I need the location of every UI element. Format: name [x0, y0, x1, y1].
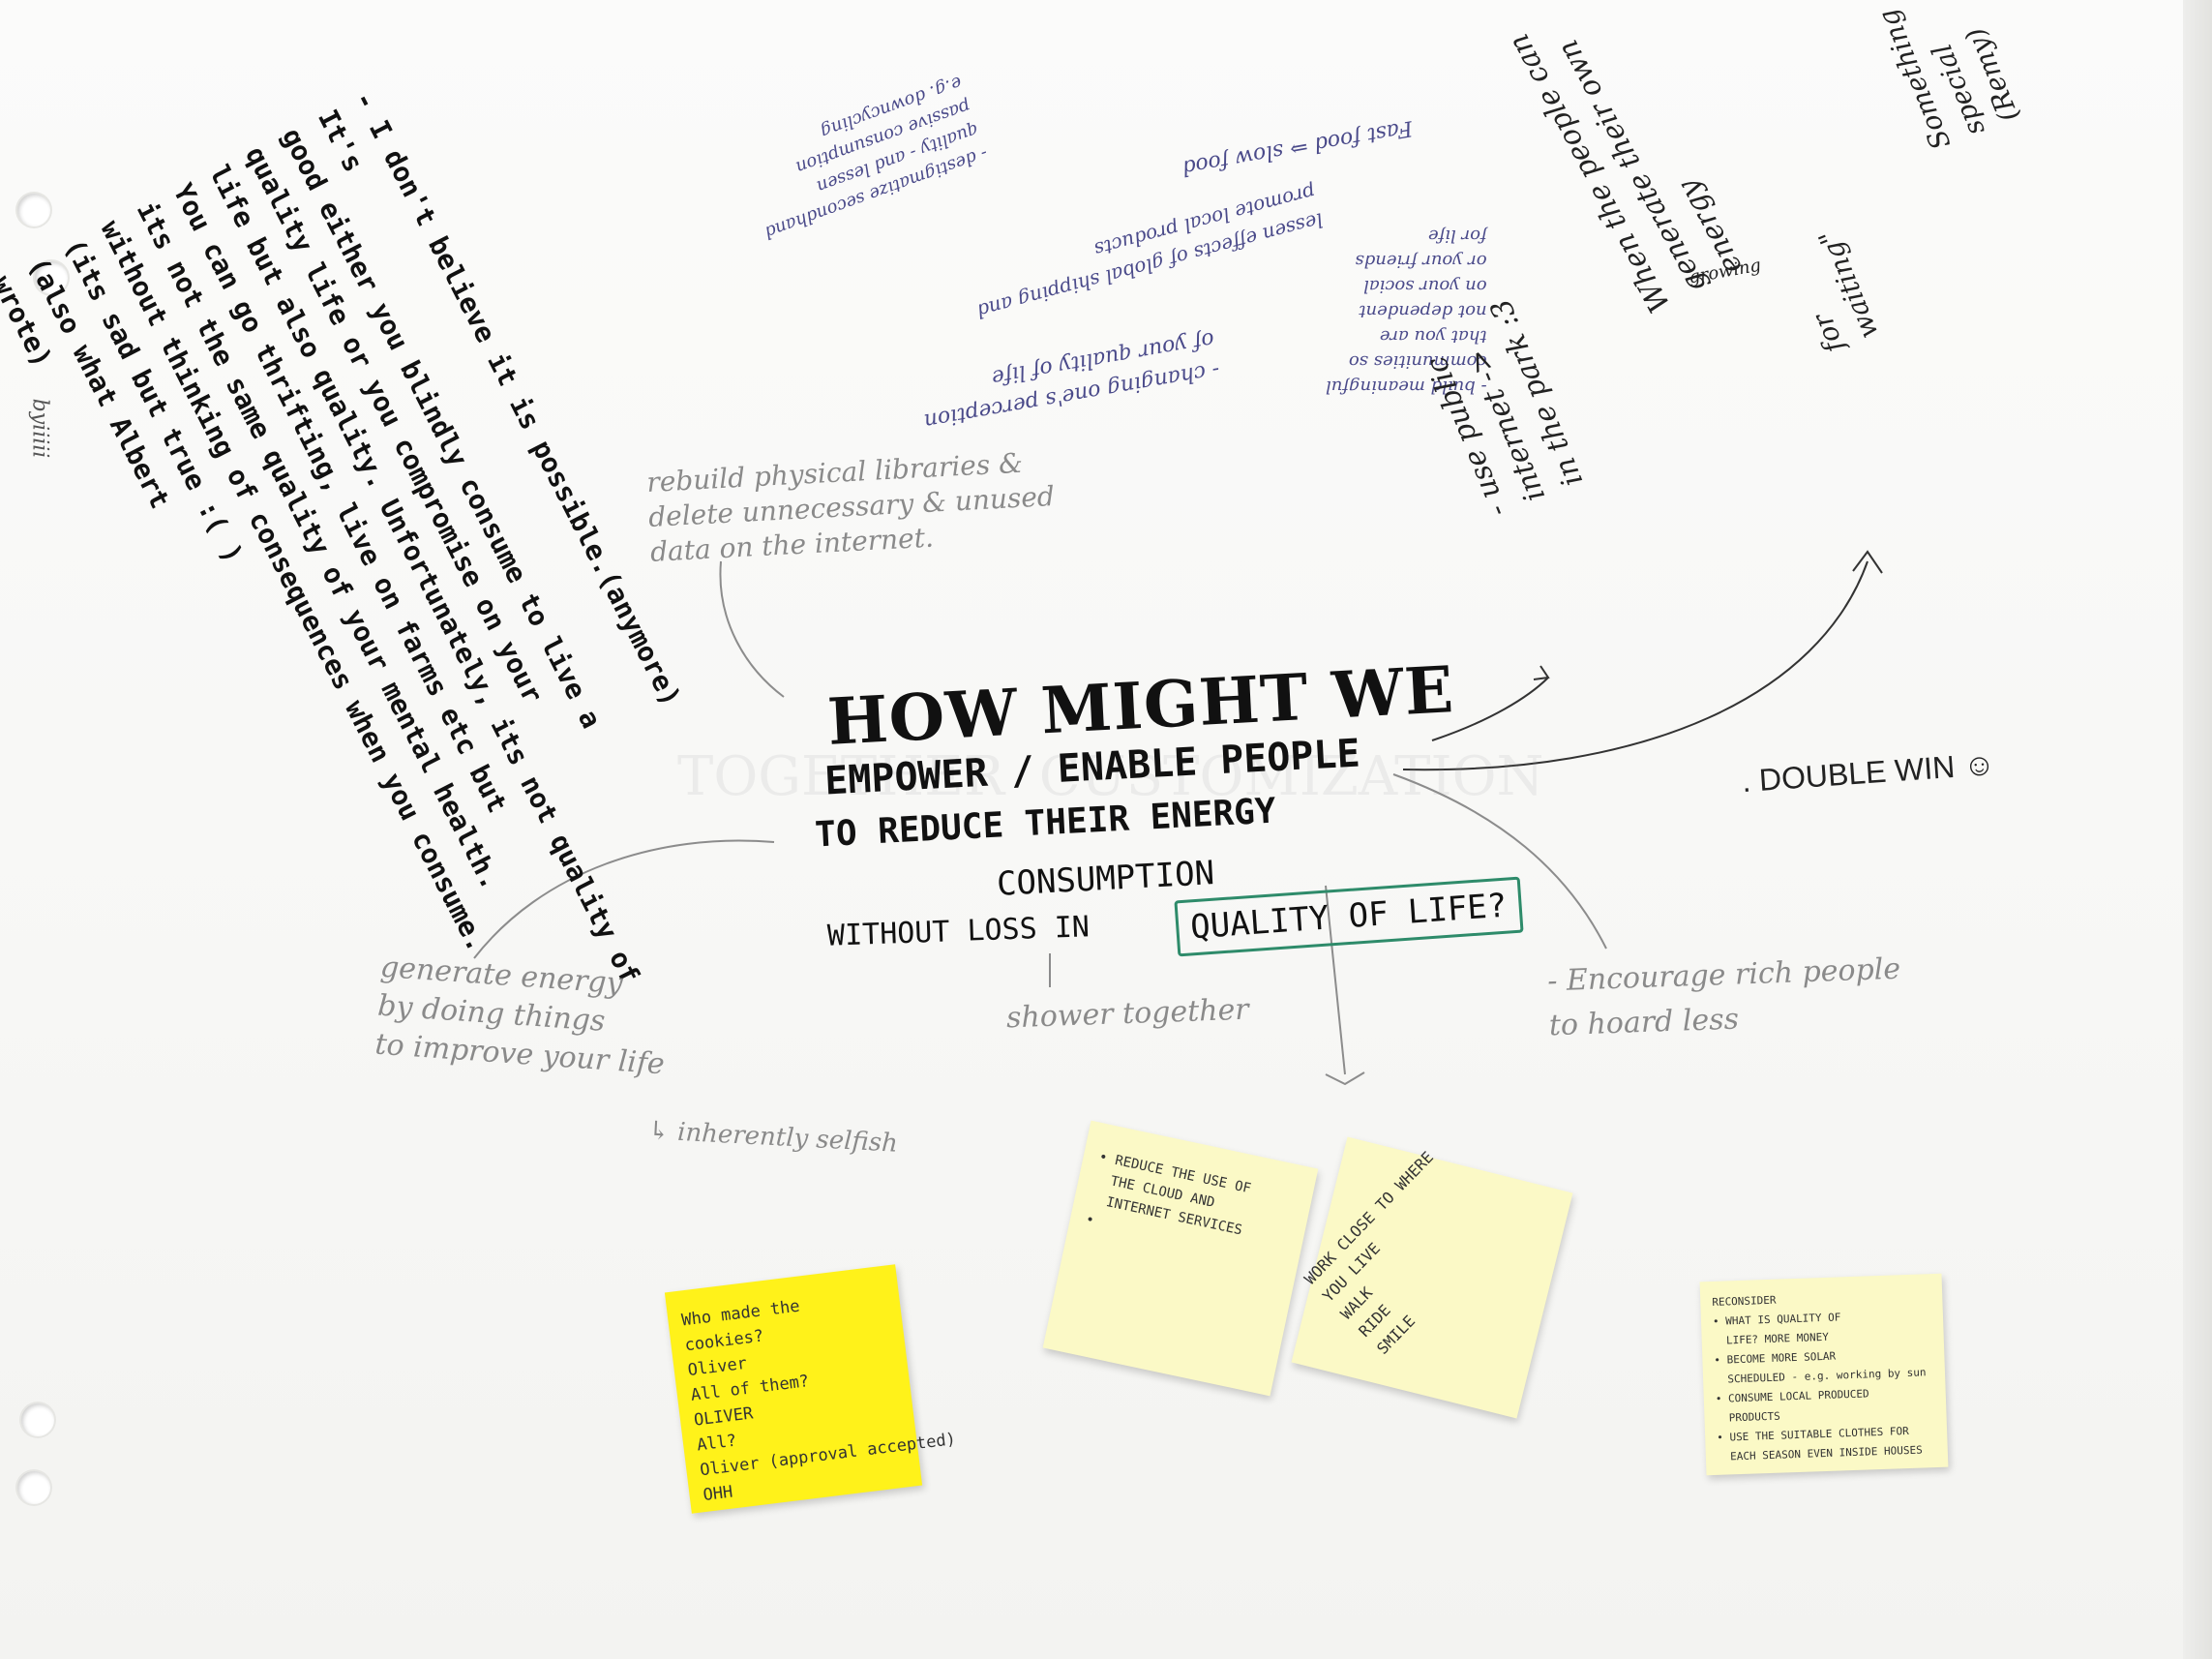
punch-hole — [17, 194, 50, 226]
sticky-note-reconsider: RECONSIDER • WHAT IS QUALITY OF LIFE? MO… — [1699, 1273, 1949, 1476]
punch-hole — [35, 261, 68, 294]
note-physical-libraries: rebuild physical libraries & delete unne… — [645, 446, 1056, 568]
sticky-note-yellow: Who made the cookies? Oliver All of them… — [664, 1264, 957, 1514]
sticky-text: RECONSIDER • WHAT IS QUALITY OF LIFE? MO… — [1712, 1293, 1927, 1463]
arrow-to-encourage — [1392, 773, 1607, 950]
arrow-to-generate-own — [1402, 560, 1868, 771]
signature: byiiiii — [27, 398, 52, 459]
sticky-text: Who made the cookies? Oliver All of them… — [680, 1296, 957, 1506]
arrow-to-public-internet — [1431, 677, 1549, 741]
paper-edge — [2183, 0, 2212, 1659]
sticky-text: • REDUCE THE USE OF THE CLOUD AND INTERN… — [1084, 1149, 1253, 1239]
arrow-down-to-stickies — [1325, 885, 1346, 1075]
note-generate-energy: generate energy by doing things to impro… — [374, 950, 666, 1082]
arrow-physical-to-hmw — [719, 560, 785, 698]
punch-hole — [21, 1403, 54, 1436]
ghost-writing: TOGETHER CUSTOMIZATION — [677, 745, 1544, 808]
arrow-generate-to-hmw — [473, 839, 775, 959]
note-encourage-rich: - Encourage rich people to hoard less — [1546, 951, 1901, 1043]
punch-hole — [17, 1471, 50, 1504]
sticky-note-cloud: • REDUCE THE USE OF THE CLOUD AND INTERN… — [1042, 1120, 1319, 1397]
